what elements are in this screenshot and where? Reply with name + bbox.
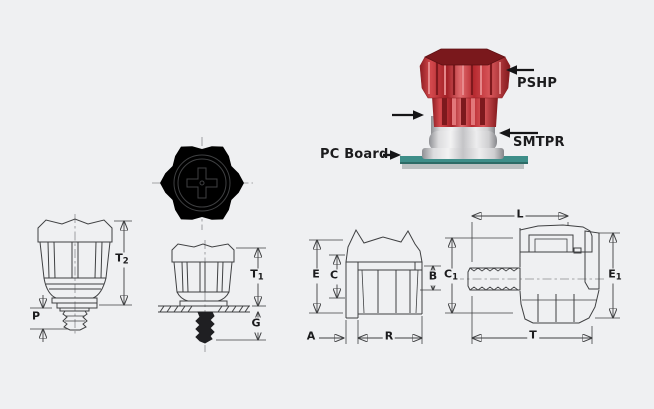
dim-label-c: C: [327, 269, 341, 285]
dim-a: [319, 320, 359, 344]
dim-p: [30, 295, 68, 342]
dim-label-t: T: [527, 329, 539, 345]
dim-label-e: E: [310, 268, 322, 284]
dim-label-t1: T1: [248, 267, 266, 284]
knob-top-view-drawing: [152, 137, 253, 230]
callout-arrows: [383, 65, 538, 160]
dim-label-r: R: [382, 330, 396, 346]
free-knob-side-view-drawing: [30, 214, 132, 342]
dim-label-a: A: [304, 330, 318, 346]
callout-smtpr: SMTPR: [513, 135, 565, 150]
dim-label-g: G: [249, 317, 263, 333]
callout-pc-board: PC Board: [320, 147, 389, 162]
knob-3d: [419, 48, 511, 127]
phillips-recess: [186, 167, 218, 199]
product-photo: [383, 48, 538, 169]
dim-label-e1: E1: [606, 267, 624, 284]
pc-board-3d: [400, 156, 528, 169]
dim-label-t2: T2: [113, 251, 131, 268]
dim-label-p: P: [29, 310, 43, 326]
dim-label-l: L: [514, 208, 526, 224]
thread-protrusion: [195, 311, 215, 344]
callout-pshp: PSHP: [517, 76, 558, 91]
dim-label-c1: C1: [442, 267, 460, 284]
dim-label-b: B: [426, 270, 440, 286]
panel: [158, 305, 250, 313]
installed-side-view-drawing: [158, 240, 266, 352]
